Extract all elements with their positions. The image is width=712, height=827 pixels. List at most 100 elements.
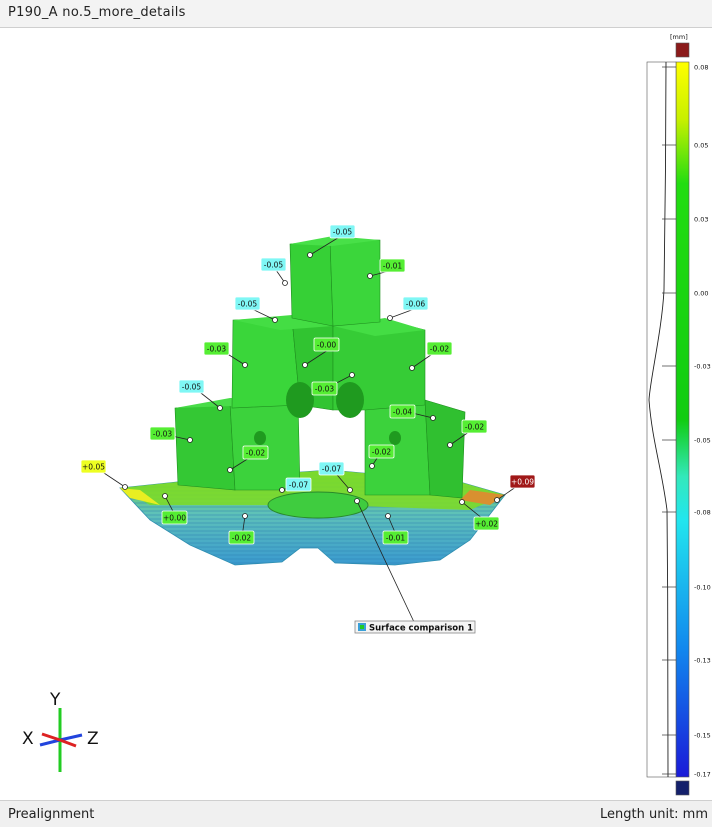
cube-top-top bbox=[290, 236, 380, 246]
cube-bottom-left-side bbox=[229, 399, 301, 491]
scale-overflow-min bbox=[675, 780, 690, 796]
scale-overflow-max bbox=[675, 42, 690, 58]
base-plate-hot-left bbox=[120, 488, 160, 505]
measured-part[interactable] bbox=[119, 236, 506, 566]
scale-ticks: 0.080.050.030.00-0.03-0.05-0.08-0.10-0.1… bbox=[662, 64, 711, 779]
deviation-label-box bbox=[149, 426, 176, 441]
deviation-label-box bbox=[161, 510, 188, 525]
deviation-label-box bbox=[426, 341, 453, 356]
deviation-label-text: -0.05 bbox=[182, 383, 202, 392]
deviation-label-box bbox=[402, 296, 429, 311]
scale-tick-label: -0.17 bbox=[694, 771, 711, 779]
measurement-points bbox=[122, 252, 500, 519]
deviation-label-box bbox=[318, 461, 345, 476]
hole-small-left bbox=[254, 431, 266, 445]
scale-tick-label: -0.05 bbox=[694, 437, 711, 445]
axis-triad: Y X Z bbox=[22, 690, 99, 772]
deviation-label-box bbox=[234, 296, 261, 311]
deviation-label: -0.03 bbox=[149, 426, 176, 441]
deviation-label-text: -0.05 bbox=[333, 228, 353, 237]
histogram-panel bbox=[646, 61, 677, 778]
scale-tick-label: 0.03 bbox=[694, 216, 708, 224]
scale-tick-label: 0.08 bbox=[694, 64, 708, 72]
deviation-label-box bbox=[382, 530, 409, 545]
deviation-label-text: +0.05 bbox=[82, 463, 105, 472]
deviation-label: -0.05 bbox=[329, 224, 356, 239]
deviation-label-text: -0.05 bbox=[238, 300, 258, 309]
deviation-label-text: -0.03 bbox=[153, 430, 173, 439]
deviation-label: -0.01 bbox=[379, 258, 406, 273]
base-plate-hot-right bbox=[460, 490, 505, 505]
deviation-label-box bbox=[509, 474, 536, 489]
deviation-label: -0.04 bbox=[389, 404, 416, 419]
deviation-label-box bbox=[285, 477, 312, 492]
deviation-label: -0.02 bbox=[426, 341, 453, 356]
deviation-label-box bbox=[311, 381, 338, 396]
deviation-label: -0.03 bbox=[311, 381, 338, 396]
3d-viewport[interactable]: -0.05 -0.05 -0.01 -0.05 -0.06 -0.03 -0.00 -0.02… bbox=[0, 29, 712, 799]
viewport-canvas[interactable]: -0.05 -0.05 -0.01 -0.05 -0.06 -0.03 -0.00 -0.02… bbox=[0, 29, 712, 799]
deviation-label-text: -0.01 bbox=[386, 534, 406, 543]
deviation-label-text: -0.07 bbox=[289, 481, 309, 490]
scale-unit: [mm] bbox=[670, 33, 688, 41]
deviation-labels: -0.05 -0.05 -0.01 -0.05 -0.06 -0.03 -0.00 -0.02… bbox=[80, 224, 536, 545]
cube-bottom-right-side bbox=[424, 399, 466, 499]
deviation-label-box bbox=[313, 337, 340, 352]
deviation-label: -0.02 bbox=[368, 444, 395, 459]
deviation-label-text: -0.02 bbox=[372, 448, 392, 457]
hole-right bbox=[336, 382, 364, 418]
deviation-label: -0.01 bbox=[382, 530, 409, 545]
color-scale[interactable]: [mm] 0.080.050.030.00-0.03-0.05-0.08-0.1… bbox=[646, 33, 711, 796]
status-bar: Prealignment Length unit: mm bbox=[0, 800, 712, 827]
deviation-label-text: +0.09 bbox=[511, 478, 534, 487]
deviation-label: -0.06 bbox=[402, 296, 429, 311]
scale-tick-label: -0.10 bbox=[694, 584, 711, 592]
deviation-label-box bbox=[473, 516, 500, 531]
window-title: P190_A no.5_more_details bbox=[8, 5, 186, 20]
surface-comparison-callout[interactable]: Surface comparison 1 bbox=[354, 620, 476, 634]
deviation-label-text: -0.03 bbox=[315, 385, 335, 394]
deviation-label: +0.05 bbox=[80, 459, 107, 474]
hole-small-right bbox=[389, 431, 401, 445]
deviation-label: +0.09 bbox=[509, 474, 536, 489]
axis-x-label: X bbox=[22, 729, 34, 749]
scale-tick-label: -0.15 bbox=[694, 732, 711, 740]
deviation-label-text: +0.02 bbox=[475, 520, 498, 529]
cube-top-side bbox=[329, 239, 381, 327]
deviation-label-text: -0.06 bbox=[406, 300, 426, 309]
deviation-label-text: -0.07 bbox=[322, 465, 342, 474]
deviation-label-box bbox=[379, 258, 406, 273]
deviation-label-box bbox=[260, 257, 287, 272]
deviation-label-text: +0.00 bbox=[163, 514, 186, 523]
title-bar: P190_A no.5_more_details bbox=[0, 0, 712, 28]
deviation-label-box bbox=[368, 444, 395, 459]
axis-z-label: Z bbox=[87, 729, 99, 749]
deviation-label: -0.02 bbox=[242, 445, 269, 460]
deviation-label-text: -0.01 bbox=[383, 262, 403, 271]
deviation-label-text: -0.04 bbox=[393, 408, 413, 417]
deviation-label: -0.00 bbox=[313, 337, 340, 352]
deviation-label-box bbox=[329, 224, 356, 239]
deviation-label: -0.02 bbox=[228, 530, 255, 545]
deviation-label-text: -0.05 bbox=[264, 261, 284, 270]
deviation-label-box bbox=[203, 341, 230, 356]
deviation-label: +0.02 bbox=[473, 516, 500, 531]
deviation-label-text: -0.02 bbox=[246, 449, 266, 458]
deviation-label-box bbox=[178, 379, 205, 394]
deviation-label: -0.05 bbox=[260, 257, 287, 272]
deviation-label-text: -0.02 bbox=[465, 423, 485, 432]
histogram-curve bbox=[648, 61, 669, 778]
scale-tick-label: 0.00 bbox=[694, 290, 708, 298]
hole-left bbox=[286, 382, 314, 418]
scale-tick-label: -0.03 bbox=[694, 363, 711, 371]
deviation-label: -0.07 bbox=[285, 477, 312, 492]
deviation-label-text: -0.02 bbox=[232, 534, 252, 543]
deviation-label: +0.00 bbox=[161, 510, 188, 525]
surface-comparison-label: Surface comparison 1 bbox=[369, 624, 473, 634]
scale-bar bbox=[675, 61, 690, 778]
deviation-label-text: -0.02 bbox=[430, 345, 450, 354]
deviation-label: -0.07 bbox=[318, 461, 345, 476]
deviation-label-text: -0.03 bbox=[207, 345, 227, 354]
center-hole bbox=[267, 491, 369, 519]
deviation-label-box bbox=[228, 530, 255, 545]
